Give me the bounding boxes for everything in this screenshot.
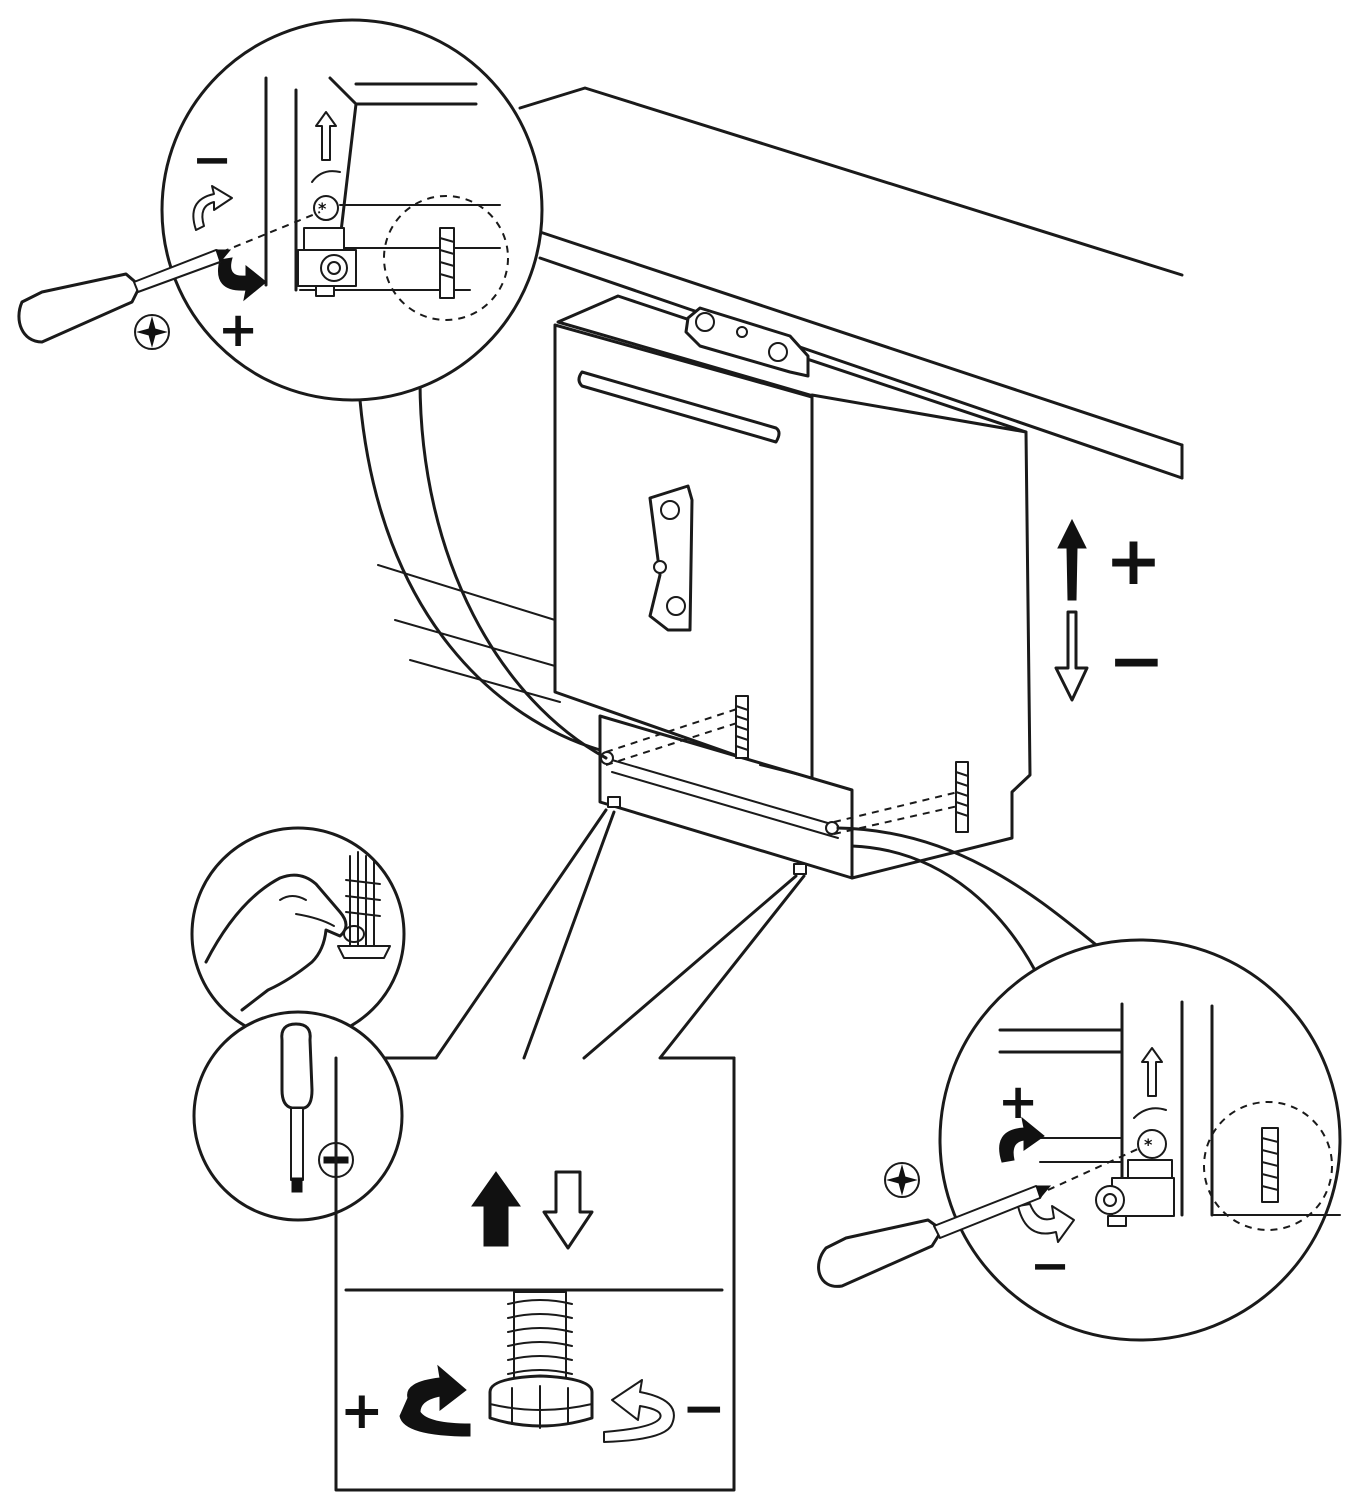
down-arrow-icon [1054, 610, 1089, 702]
raise-plus-label: + [1105, 522, 1162, 601]
dishwasher [377, 294, 1032, 880]
svg-text:*: * [318, 199, 327, 218]
hinge-rotate-arrow-icon [311, 170, 341, 183]
phillips-screwdriver-icon [817, 1185, 1052, 1288]
rotate-clockwise-arrow-icon [399, 1364, 471, 1437]
up-arrow-icon [471, 1171, 521, 1247]
rotate-clockwise-arrow-icon [999, 1116, 1045, 1163]
detail-screw [1261, 1127, 1279, 1203]
countertop [518, 86, 1184, 480]
svg-text:*: * [1144, 1135, 1153, 1154]
rotate-clockwise-arrow-icon [218, 257, 267, 302]
phillips-head-symbol-icon [134, 314, 170, 350]
hinge-up-arrow-icon [315, 111, 337, 161]
hinge-up-arrow-icon [1141, 1047, 1163, 1097]
minus-label: − [1030, 1238, 1070, 1294]
phillips-head-symbol-icon [884, 1162, 920, 1198]
up-arrow-icon [1057, 518, 1087, 601]
plus-label: + [218, 302, 258, 358]
flat-screwdriver-icon [280, 1022, 314, 1110]
front-left-screw [735, 695, 749, 759]
leveling-foot [488, 1291, 594, 1429]
plus-label: + [998, 1074, 1038, 1130]
hand-adjust-detail [190, 826, 406, 1042]
screwdriver-adjust-detail [192, 1010, 404, 1222]
top-left-hinge-detail: * − + [160, 18, 544, 402]
door-bracket [648, 484, 694, 632]
phillips-screwdriver-icon [17, 249, 232, 344]
rotate-counterclockwise-arrow-icon [1017, 1203, 1075, 1243]
lower-minus-label: − [1108, 622, 1165, 701]
foot-adjust-detail: + − [334, 1056, 736, 1492]
down-arrow-icon [542, 1170, 594, 1250]
detail-screw [439, 227, 455, 299]
top-mounting-bracket [684, 306, 810, 378]
hinge-rotate-arrow-icon [1133, 1107, 1167, 1119]
height-adjust-indicator: + − [1054, 518, 1165, 702]
bottom-right-hinge-detail: * + − [938, 938, 1342, 1342]
minus-label: − [192, 132, 232, 188]
raise-plus-label: + [340, 1381, 384, 1441]
rotate-counterclockwise-arrow-icon [192, 185, 233, 231]
rear-right-screw [955, 761, 969, 833]
rotate-counterclockwise-arrow-icon [603, 1379, 675, 1443]
lower-minus-label: − [682, 1379, 726, 1439]
